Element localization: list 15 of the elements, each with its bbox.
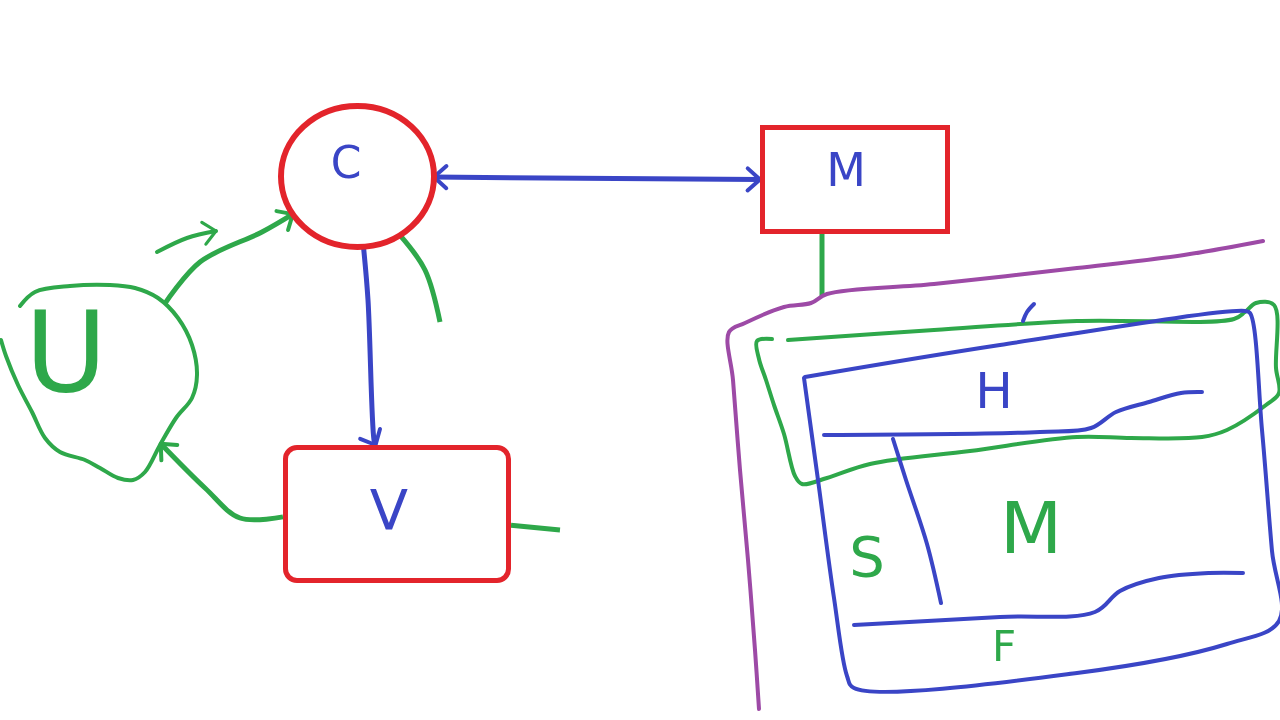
arrow [158, 441, 284, 523]
section-label: M [999, 492, 1063, 564]
connector-line [510, 522, 561, 533]
node-label: V [369, 482, 409, 538]
node-box [760, 125, 950, 234]
section-label: F [991, 626, 1017, 668]
connector-line [397, 233, 443, 323]
node-label: U [25, 296, 107, 408]
node-box [283, 445, 511, 583]
section-label: H [975, 366, 1013, 416]
section-label: S [849, 529, 885, 585]
arrow [162, 209, 295, 306]
node-label: C [330, 141, 362, 185]
node-label: M [826, 147, 866, 193]
connector-line [819, 234, 825, 297]
